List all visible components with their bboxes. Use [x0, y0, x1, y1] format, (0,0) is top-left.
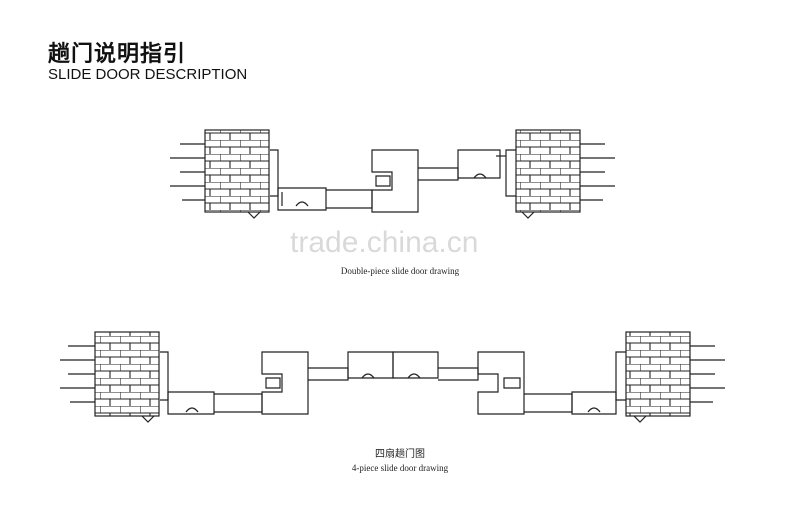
- page-title-cn: 趟门说明指引: [48, 42, 187, 67]
- page-title-en: SLIDE DOOR DESCRIPTION: [48, 66, 248, 83]
- four-piece-drawing: [60, 331, 725, 423]
- right-wall-2: [625, 331, 725, 423]
- caption-four-piece: 4-piece slide door drawing: [351, 463, 449, 473]
- left-wall: [170, 129, 270, 219]
- left-wall-2: [60, 331, 160, 423]
- right-wall: [515, 129, 615, 219]
- watermark-text: trade.china.cn: [290, 226, 479, 259]
- caption-four-piece-cn: 四扇趟门图: [375, 449, 425, 460]
- caption-double-piece: Double-piece slide door drawing: [340, 266, 460, 276]
- double-piece-drawing: [170, 129, 615, 219]
